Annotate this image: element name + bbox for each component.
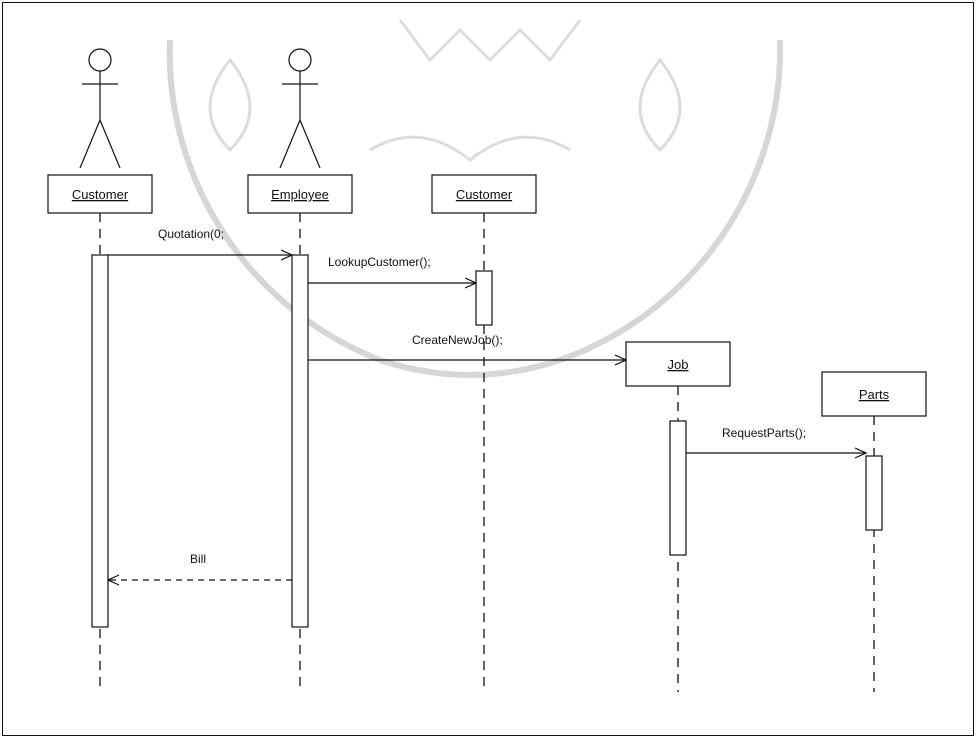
actor-leg-right bbox=[300, 120, 320, 168]
customer-actor: Customer bbox=[48, 49, 152, 213]
bill-return-message-label: Bill bbox=[190, 552, 206, 566]
customer-activation-bar bbox=[92, 255, 108, 627]
customer-object-label: Customer bbox=[456, 187, 513, 202]
customer-object: Customer bbox=[432, 175, 536, 213]
customer-actor-label: Customer bbox=[72, 187, 129, 202]
quotation-message-label: Quotation(0; bbox=[158, 227, 224, 241]
employee-actor-label: Employee bbox=[271, 187, 329, 202]
actor-head bbox=[289, 49, 311, 71]
employee-actor: Employee bbox=[248, 49, 352, 213]
job-activation-bar bbox=[670, 421, 686, 555]
actor-leg-left bbox=[80, 120, 100, 168]
employee-activation-bar bbox=[292, 255, 308, 627]
lookup-customer-message-label: LookupCustomer(); bbox=[328, 255, 431, 269]
customer-object-activation-bar bbox=[476, 271, 492, 325]
parts-object-label: Parts bbox=[859, 387, 890, 402]
job-object: Job bbox=[626, 342, 730, 386]
create-new-job-message-label: CreateNewJob(); bbox=[412, 333, 503, 347]
parts-activation-bar bbox=[866, 456, 882, 530]
request-parts-message-label: RequestParts(); bbox=[722, 426, 806, 440]
actor-leg-right bbox=[100, 120, 120, 168]
actor-leg-left bbox=[280, 120, 300, 168]
parts-object: Parts bbox=[822, 372, 926, 416]
actor-head bbox=[89, 49, 111, 71]
job-object-label: Job bbox=[668, 357, 689, 372]
